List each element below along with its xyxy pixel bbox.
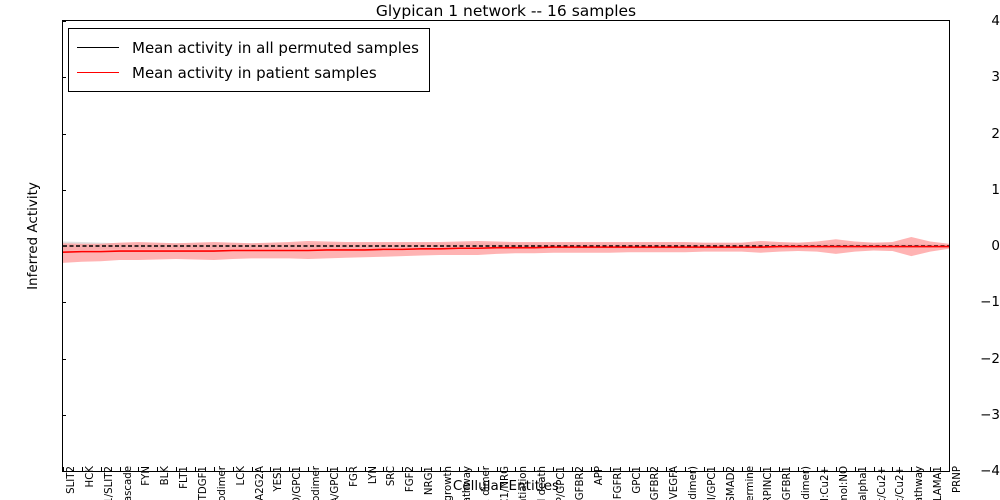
chart-title: Glypican 1 network -- 16 samples [375, 2, 637, 20]
x-tick-mark [911, 467, 913, 472]
y-tick-label: 0 [991, 238, 1000, 254]
y-tick-label: −2 [980, 350, 1000, 367]
legend-color-swatch [77, 47, 119, 48]
y-tick-label: 2 [991, 125, 1000, 142]
x-tick-mark [440, 467, 442, 472]
x-tick-mark [176, 467, 178, 472]
x-tick-mark [63, 467, 64, 472]
x-tick-mark [930, 467, 932, 472]
x-tick-mark [741, 467, 743, 472]
x-tick-mark [345, 467, 347, 472]
y-axis-title: Inferred Activity [25, 182, 41, 290]
y-tick-label: 4 [991, 13, 1000, 29]
x-tick-mark [534, 467, 536, 472]
x-tick-mark [213, 467, 215, 472]
x-tick-mark [647, 467, 649, 472]
x-tick-mark [779, 467, 781, 472]
x-tick-mark [496, 467, 498, 472]
x-tick-mark [609, 467, 611, 472]
x-tick-mark [854, 467, 856, 472]
legend-entry[interactable]: Mean activity in all permuted samples [77, 35, 419, 60]
x-tick-mark [458, 467, 460, 472]
x-tick-mark [628, 467, 630, 472]
x-tick-mark [760, 467, 762, 472]
x-tick-mark [289, 467, 291, 472]
x-tick-mark [326, 467, 328, 472]
x-tick-mark [835, 467, 837, 472]
series-confidence-band [63, 237, 949, 263]
y-tick-mark [62, 414, 66, 416]
x-tick-mark [553, 467, 555, 472]
x-tick-mark [81, 467, 83, 472]
x-tick-mark [402, 467, 404, 472]
x-tick-mark [308, 467, 310, 472]
x-tick-mark [270, 467, 272, 472]
y-tick-mark [62, 302, 66, 304]
x-tick-mark [515, 467, 517, 472]
x-tick-mark [571, 467, 573, 472]
x-tick-mark [722, 467, 724, 472]
series-line [63, 245, 949, 253]
y-tick-mark [62, 77, 66, 79]
x-tick-mark [194, 467, 196, 472]
x-tick-mark [892, 467, 894, 472]
x-tick-mark [421, 467, 423, 472]
x-tick-mark [590, 467, 592, 472]
y-tick-mark [62, 21, 66, 22]
x-tick-mark [383, 467, 385, 472]
x-tick-mark [138, 467, 140, 472]
y-tick-label: −1 [980, 294, 1000, 311]
y-tick-label: 1 [991, 181, 1000, 198]
x-axis-title: Cellular Entities [452, 478, 560, 494]
y-tick-mark [62, 133, 66, 135]
x-tick-mark [817, 467, 819, 472]
x-tick-mark [119, 467, 121, 472]
x-tick-mark [100, 467, 102, 472]
x-tick-mark [251, 467, 253, 472]
x-tick-mark [685, 467, 687, 472]
x-tick-mark [873, 467, 875, 472]
legend-entry[interactable]: Mean activity in patient samples [77, 60, 419, 85]
y-tick-label: 3 [991, 69, 1000, 86]
legend-color-swatch [77, 72, 119, 73]
x-tick-mark [703, 467, 705, 472]
x-tick-mark [157, 467, 159, 472]
x-tick-mark [232, 467, 234, 472]
x-tick-mark [666, 467, 668, 472]
x-tick-label: PRNP [952, 466, 963, 493]
y-tick-label: −4 [980, 463, 1000, 479]
x-tick-mark [477, 467, 479, 472]
x-tick-mark [364, 467, 366, 472]
legend-label: Mean activity in patient samples [132, 63, 377, 82]
x-tick-mark [798, 467, 800, 472]
y-tick-mark [62, 358, 66, 360]
plot-area [62, 20, 950, 472]
y-tick-mark [62, 189, 66, 191]
series-canvas [63, 237, 949, 263]
y-tick-label: −3 [980, 406, 1000, 423]
legend-label: Mean activity in all permuted samples [132, 38, 419, 57]
